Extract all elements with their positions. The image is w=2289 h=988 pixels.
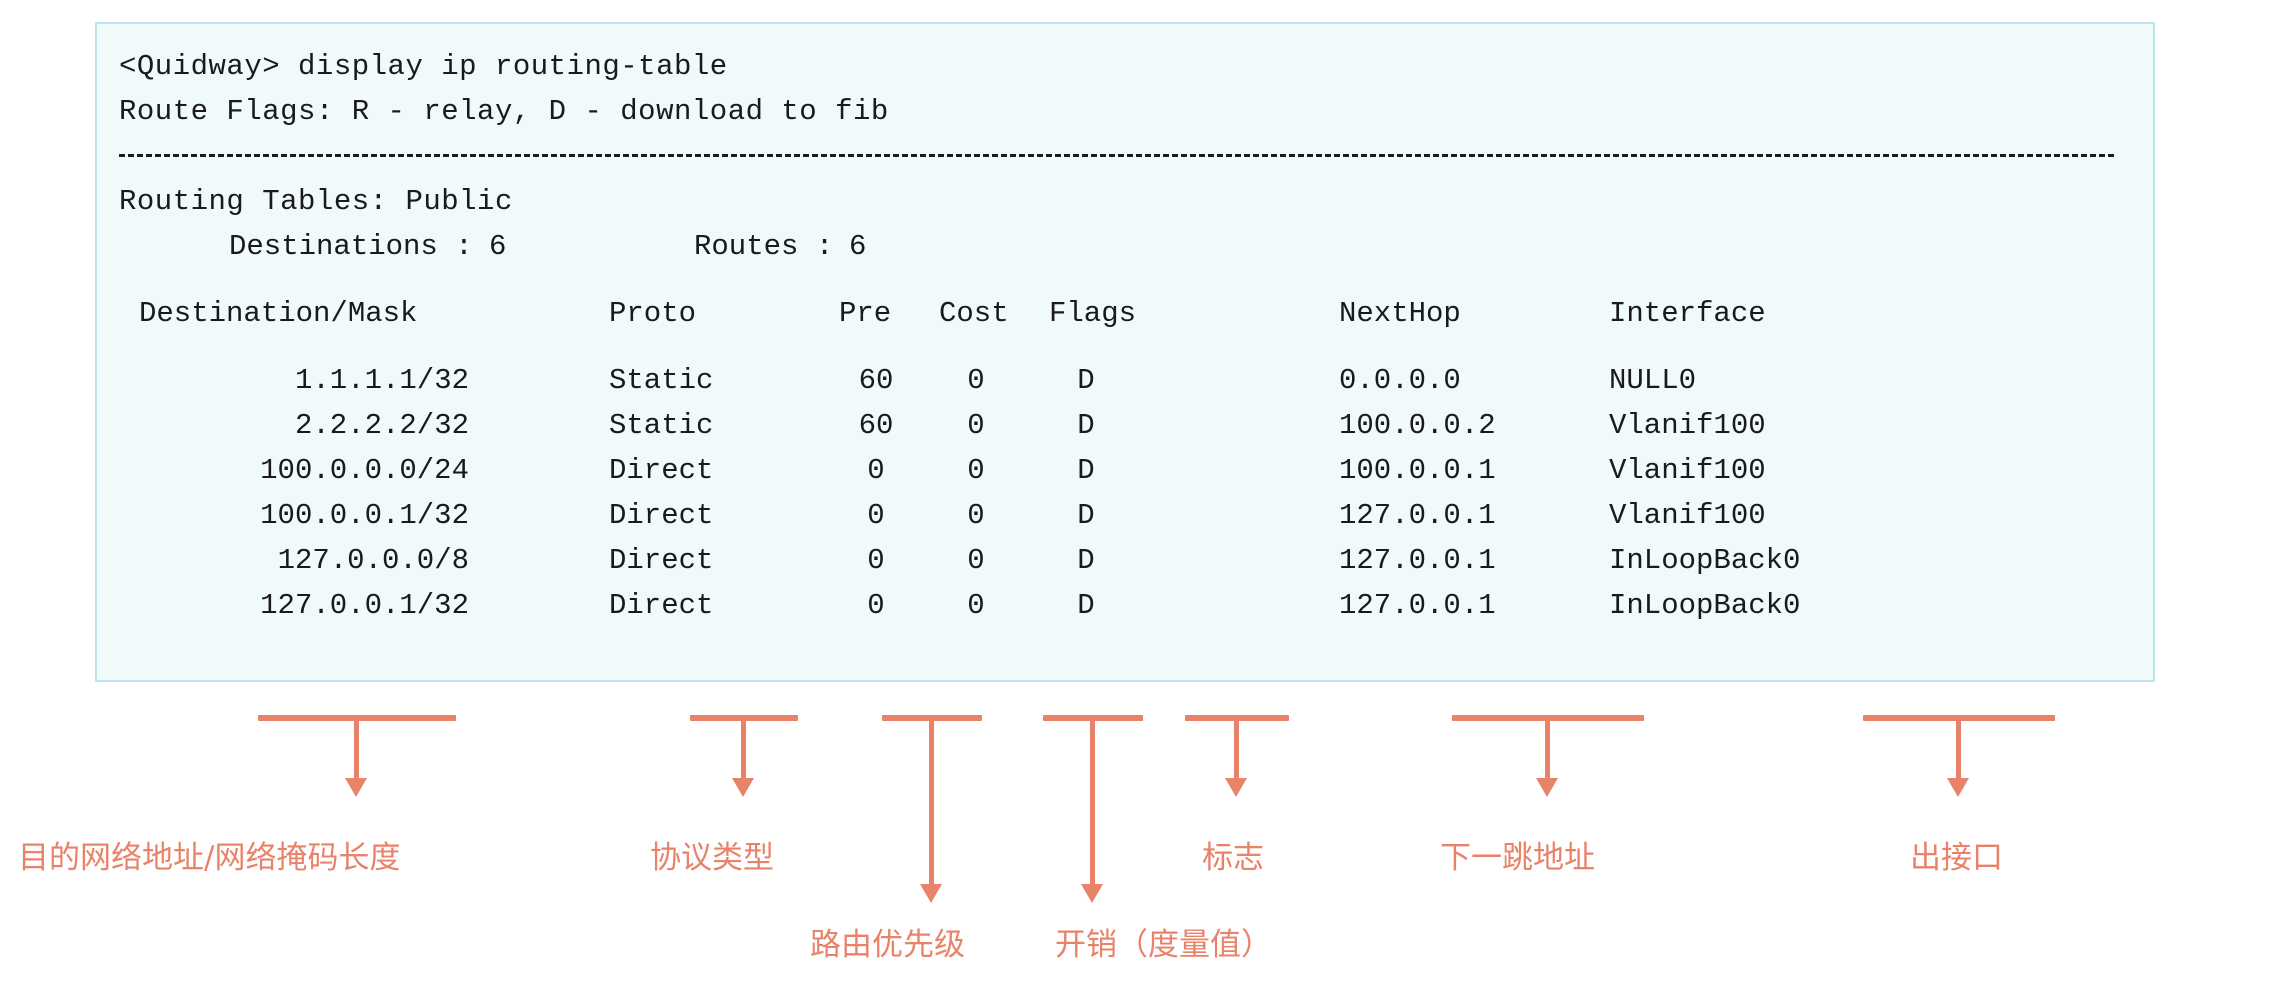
annotation-label-flags: 标志 [1202,840,1264,876]
cell-nexthop: 0.0.0.0 [1339,364,1461,397]
cell-flags: D [1077,499,1095,532]
cell-cost: 0 [967,499,985,532]
annotation-label-proto: 协议类型 [650,840,774,876]
cell-proto: Static [609,364,714,397]
annotation-label-interface: 出接口 [1910,840,2003,876]
routes-value: 6 [849,230,867,263]
pointer-flags [1185,715,1289,800]
routing-tables-line: Routing Tables: Public [119,185,513,218]
cell-proto: Direct [609,589,714,622]
cell-pre: 0 [867,589,885,622]
annotation-label-nexthop: 下一跳地址 [1440,840,1595,876]
routes-label: Routes : [694,230,834,263]
table-header-row: Destination/Mask Proto Pre Cost Flags Ne… [119,291,2153,336]
cell-interface: Vlanif100 [1609,499,1766,532]
cell-flags: D [1077,454,1095,487]
column-header-interface: Interface [1609,297,1766,330]
column-header-nexthop: NextHop [1339,297,1461,330]
table-row: 100.0.0.1/32 Direct 0 0 D 127.0.0.1 Vlan… [119,493,2153,538]
cell-interface: NULL0 [1609,364,1697,397]
cell-nexthop: 127.0.0.1 [1339,589,1496,622]
cell-destination-mask: 100.0.0.1/32 [260,499,469,532]
command-prompt-line: <Quidway> display ip routing-table [119,50,728,83]
separator-line [119,134,2153,179]
cell-proto: Direct [609,454,714,487]
cell-cost: 0 [967,454,985,487]
separator-dashes [119,154,2114,157]
cell-interface: InLoopBack0 [1609,589,1801,622]
pointer-pre [882,715,982,905]
annotation-label-cost: 开销（度量值） [1055,927,1272,963]
destinations-value: 6 [489,230,507,263]
cell-cost: 0 [967,589,985,622]
cell-flags: D [1077,589,1095,622]
cell-pre: 60 [858,409,894,442]
table-row: 100.0.0.0/24 Direct 0 0 D 100.0.0.1 Vlan… [119,448,2153,493]
cell-cost: 0 [967,364,985,397]
cell-proto: Static [609,409,714,442]
cell-pre: 60 [858,364,894,397]
cell-cost: 0 [967,544,985,577]
cell-destination-mask: 127.0.0.1/32 [260,589,469,622]
destinations-label: Destinations : [229,230,473,263]
route-flags-line: Route Flags: R - relay, D - download to … [119,95,889,128]
terminal-output: <Quidway> display ip routing-table Route… [97,24,2153,628]
pointer-nexthop [1452,715,1644,800]
cell-interface: Vlanif100 [1609,409,1766,442]
table-row: 127.0.0.1/32 Direct 0 0 D 127.0.0.1 InLo… [119,583,2153,628]
pointer-interface [1863,715,2055,800]
pointer-destination-mask [258,715,456,800]
annotation-label-pre: 路由优先级 [810,927,965,963]
column-header-destination-mask: Destination/Mask [139,297,418,330]
cell-nexthop: 100.0.0.2 [1339,409,1496,442]
table-row: 1.1.1.1/32 Static 60 0 D 0.0.0.0 NULL0 [119,358,2153,403]
cell-proto: Direct [609,544,714,577]
cell-destination-mask: 100.0.0.0/24 [260,454,469,487]
cell-pre: 0 [867,499,885,532]
cell-proto: Direct [609,499,714,532]
counts-line: Destinations : 6 Routes : 6 [119,224,2153,269]
cell-destination-mask: 2.2.2.2/32 [294,409,469,442]
cell-destination-mask: 1.1.1.1/32 [294,364,469,397]
column-header-flags: Flags [1049,297,1137,330]
cell-flags: D [1077,364,1095,397]
cell-nexthop: 100.0.0.1 [1339,454,1496,487]
cell-cost: 0 [967,409,985,442]
blank-line-2 [119,336,2153,358]
cell-interface: InLoopBack0 [1609,544,1801,577]
cell-pre: 0 [867,544,885,577]
column-header-proto: Proto [609,297,697,330]
cell-nexthop: 127.0.0.1 [1339,499,1496,532]
table-row: 2.2.2.2/32 Static 60 0 D 100.0.0.2 Vlani… [119,403,2153,448]
pointer-proto [690,715,798,800]
blank-line-1 [119,269,2153,291]
routing-table-output-panel: <Quidway> display ip routing-table Route… [95,22,2155,682]
table-row: 127.0.0.0/8 Direct 0 0 D 127.0.0.1 InLoo… [119,538,2153,583]
cell-flags: D [1077,544,1095,577]
cell-pre: 0 [867,454,885,487]
cell-destination-mask: 127.0.0.0/8 [277,544,469,577]
cell-flags: D [1077,409,1095,442]
column-header-pre: Pre [839,297,892,330]
cell-nexthop: 127.0.0.1 [1339,544,1496,577]
pointer-cost [1043,715,1143,905]
cell-interface: Vlanif100 [1609,454,1766,487]
column-header-cost: Cost [939,297,1009,330]
